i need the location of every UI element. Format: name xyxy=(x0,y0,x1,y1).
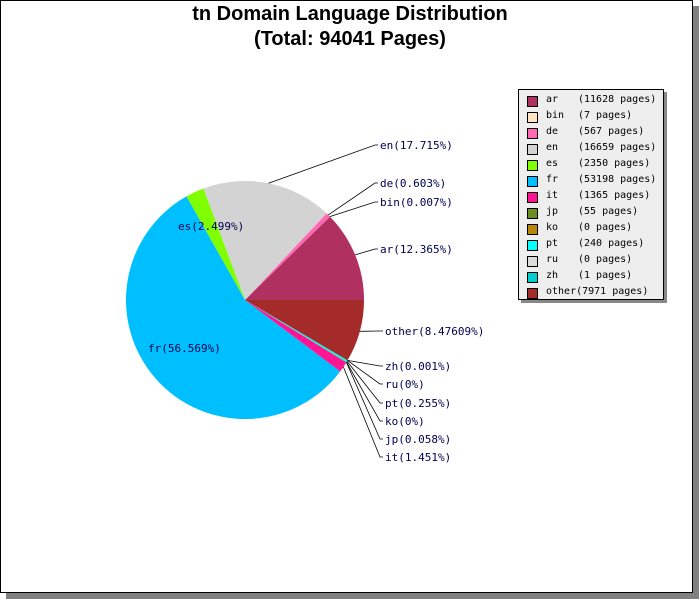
legend-name: zh xyxy=(546,270,559,281)
legend-pages: (0 pages) xyxy=(578,222,633,233)
slice-label-other: other(8.47609%) xyxy=(385,325,484,338)
legend-name: it xyxy=(546,190,559,201)
legend-swatch xyxy=(527,224,538,235)
chart-subtitle: (Total: 94041 Pages) xyxy=(254,28,446,50)
legend-pages: (55 pages) xyxy=(578,206,639,217)
leader-lines xyxy=(268,144,383,458)
legend-swatch xyxy=(527,288,538,299)
legend-name: es xyxy=(546,158,559,169)
slice-label-ko: ko(0%) xyxy=(385,415,425,428)
slice-label-fr: fr(56.569%) xyxy=(148,342,221,355)
legend-pages: (7 pages) xyxy=(578,110,633,121)
legend-swatch xyxy=(527,160,538,171)
slice-label-bin: bin(0.007%) xyxy=(380,196,453,209)
leader-line-ru xyxy=(347,360,383,385)
legend-pages: (53198 pages) xyxy=(578,174,657,185)
legend-swatch xyxy=(527,176,538,187)
leader-line-bin xyxy=(329,201,378,217)
legend-swatch xyxy=(527,208,538,219)
legend-pages: (11628 pages) xyxy=(578,94,657,105)
pie-slice-bin xyxy=(245,216,330,300)
legend-name: en xyxy=(546,142,559,153)
slice-label-pt: pt(0.255%) xyxy=(385,397,451,410)
leader-line-it xyxy=(343,366,383,458)
slice-label-en: en(17.715%) xyxy=(380,139,453,152)
slice-label-zh: zh(0.001%) xyxy=(385,360,451,373)
chart-title: tn Domain Language Distribution xyxy=(192,3,508,25)
leader-line-pt xyxy=(346,360,383,404)
pie-slice-de xyxy=(245,213,330,300)
legend-name: ru xyxy=(546,254,559,265)
legend-swatch xyxy=(527,240,538,251)
slice-label-de: de(0.603%) xyxy=(380,177,446,190)
legend-swatch xyxy=(527,192,538,203)
legend-swatch xyxy=(527,144,538,155)
legend-pages: (1 pages) xyxy=(578,270,633,281)
legend-name: jp xyxy=(546,206,559,217)
legend-pages: (240 pages) xyxy=(578,238,645,249)
slice-label-ru: ru(0%) xyxy=(385,378,425,391)
legend-pages: (1365 pages) xyxy=(578,190,651,201)
slice-labels: ar(12.365%) bin(0.007%) de(0.603%) en(17.71… xyxy=(148,139,484,464)
pie-slice-jp xyxy=(245,300,347,363)
slice-label-it: it(1.451%) xyxy=(385,451,451,464)
legend-pages: (567 pages) xyxy=(578,126,645,137)
pie-slice-en xyxy=(203,180,327,300)
legend-swatch xyxy=(527,96,538,107)
legend-name: bin xyxy=(546,110,565,121)
leader-line-en xyxy=(268,144,378,184)
leader-line-ar xyxy=(354,248,378,256)
legend-name: ko xyxy=(546,222,559,233)
legend-name: de xyxy=(546,126,559,137)
pie-slice-it xyxy=(245,300,347,372)
slice-label-jp: jp(0.058%) xyxy=(385,433,451,446)
slice-label-ar: ar(12.365%) xyxy=(380,243,453,256)
legend-pages: (0 pages) xyxy=(578,254,633,265)
legend-pages: (16659 pages) xyxy=(578,142,657,153)
legend-swatch xyxy=(527,128,538,139)
legend-swatch xyxy=(527,272,538,283)
leader-line-ko xyxy=(346,361,383,422)
legend-name: fr xyxy=(546,174,559,185)
legend-name: ar xyxy=(546,94,559,105)
leader-line-jp xyxy=(346,362,383,440)
leader-line-zh xyxy=(347,360,383,367)
pie-slices xyxy=(125,180,364,420)
slice-label-es: es(2.499%) xyxy=(178,220,244,233)
leader-line-de xyxy=(327,182,378,216)
legend-name: other(7971 pages) xyxy=(546,286,649,297)
legend-swatch xyxy=(527,112,538,123)
pie-slice-ar xyxy=(245,216,364,300)
pie-slice-es xyxy=(186,188,245,300)
pie-slice-zh xyxy=(245,300,348,361)
pie-slice-fr xyxy=(125,196,341,420)
legend-swatch xyxy=(527,256,538,267)
legend: ar (11628 pages) bin (7 pages) de (567 pages)… xyxy=(518,89,664,300)
pie-slice-other xyxy=(245,300,364,361)
pie-slice-pt xyxy=(245,300,348,363)
legend-pages: (2350 pages) xyxy=(578,158,651,169)
legend-name: pt xyxy=(546,238,559,249)
